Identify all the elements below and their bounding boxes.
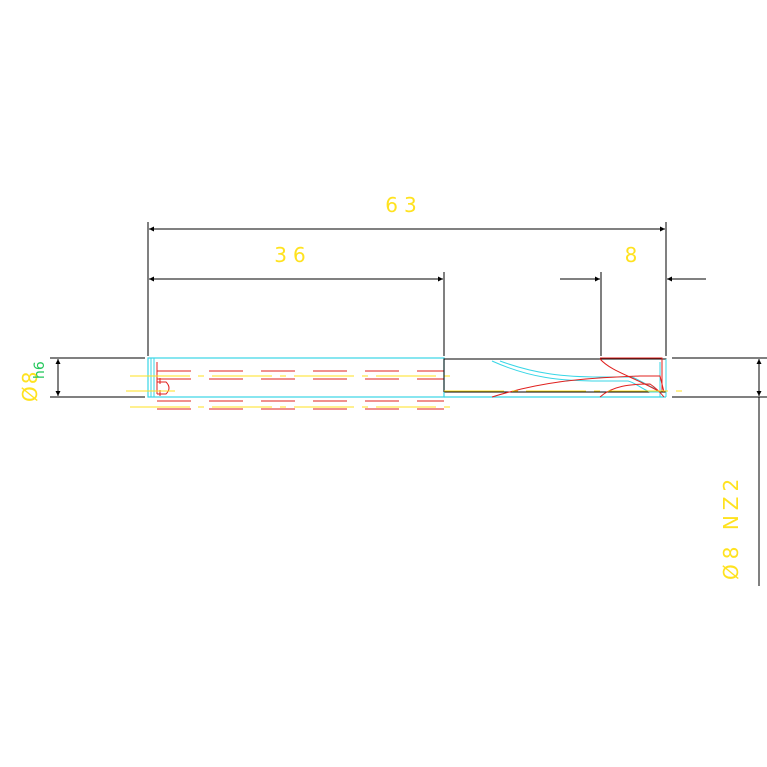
shank-body xyxy=(126,357,452,410)
dimension-overall-length: 63 xyxy=(147,193,667,356)
cutting-head xyxy=(443,357,686,398)
dimension-shank-diameter: Ø8 h6 xyxy=(18,357,145,402)
dimension-shank-length: 36 xyxy=(149,243,445,356)
dim-text-shank: 36 xyxy=(274,243,311,267)
tolerance-text-shank: h6 xyxy=(32,361,48,379)
dimension-tip-diameter: Ø8 NZ2 xyxy=(672,357,767,586)
dimension-tip-length: 8 xyxy=(560,243,706,356)
dia-text-tip: Ø8 NZ2 xyxy=(719,474,743,580)
dim-text-tip: 8 xyxy=(625,243,638,267)
dia-text-shank: Ø8 xyxy=(18,370,42,402)
dim-text-overall: 63 xyxy=(385,193,422,217)
